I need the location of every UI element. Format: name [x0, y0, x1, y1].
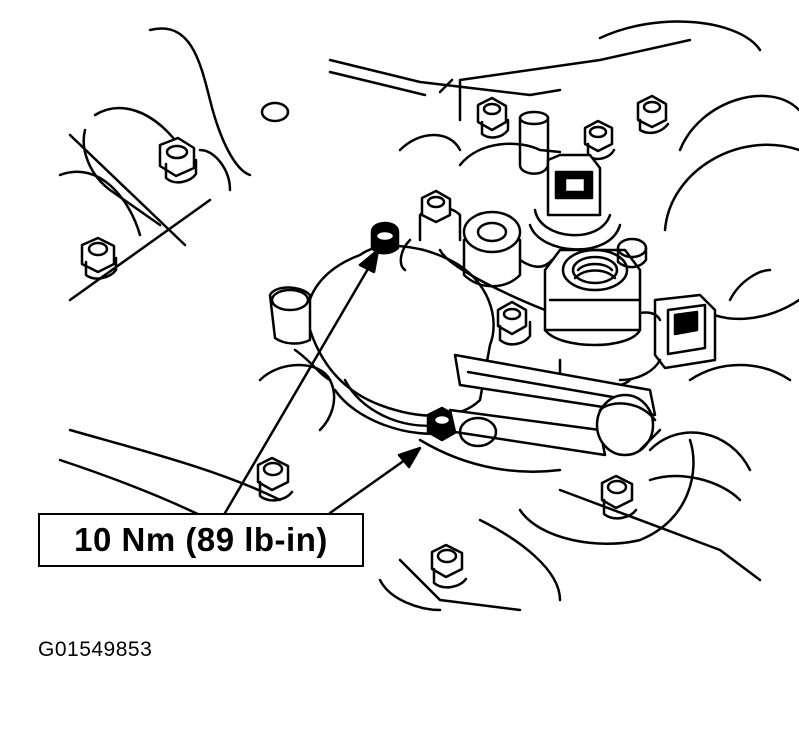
bolt-top-2	[583, 119, 616, 161]
bolt-mid-left	[420, 189, 452, 224]
bolt-top-3	[636, 94, 670, 135]
bolt-left	[80, 236, 118, 280]
torque-callout-box: 10 Nm (89 lb-in)	[38, 513, 364, 567]
top-frame	[260, 20, 762, 152]
figure-id-label: G01549853	[38, 638, 153, 661]
solenoid-cover	[268, 244, 495, 435]
bolt-cover-top	[370, 221, 400, 255]
manual-lever	[448, 353, 662, 457]
bolt-center	[496, 300, 532, 346]
bolt-upper-left	[158, 136, 198, 184]
top-pin-fitting	[458, 110, 562, 175]
threaded-port	[543, 248, 642, 389]
torque-spec-label: 10 Nm (89 lb-in)	[74, 521, 328, 558]
bolt-lower-left	[256, 456, 294, 502]
leader-line-top	[223, 248, 380, 515]
side-sensor	[618, 293, 717, 382]
bolt-top-1	[476, 96, 510, 139]
round-housing	[663, 94, 799, 321]
bolt-bottom	[430, 543, 468, 589]
left-casting	[58, 27, 252, 302]
electrical-connector-top	[528, 153, 622, 251]
bolt-lower-right	[600, 474, 638, 520]
leader-line-bottom	[328, 446, 422, 515]
